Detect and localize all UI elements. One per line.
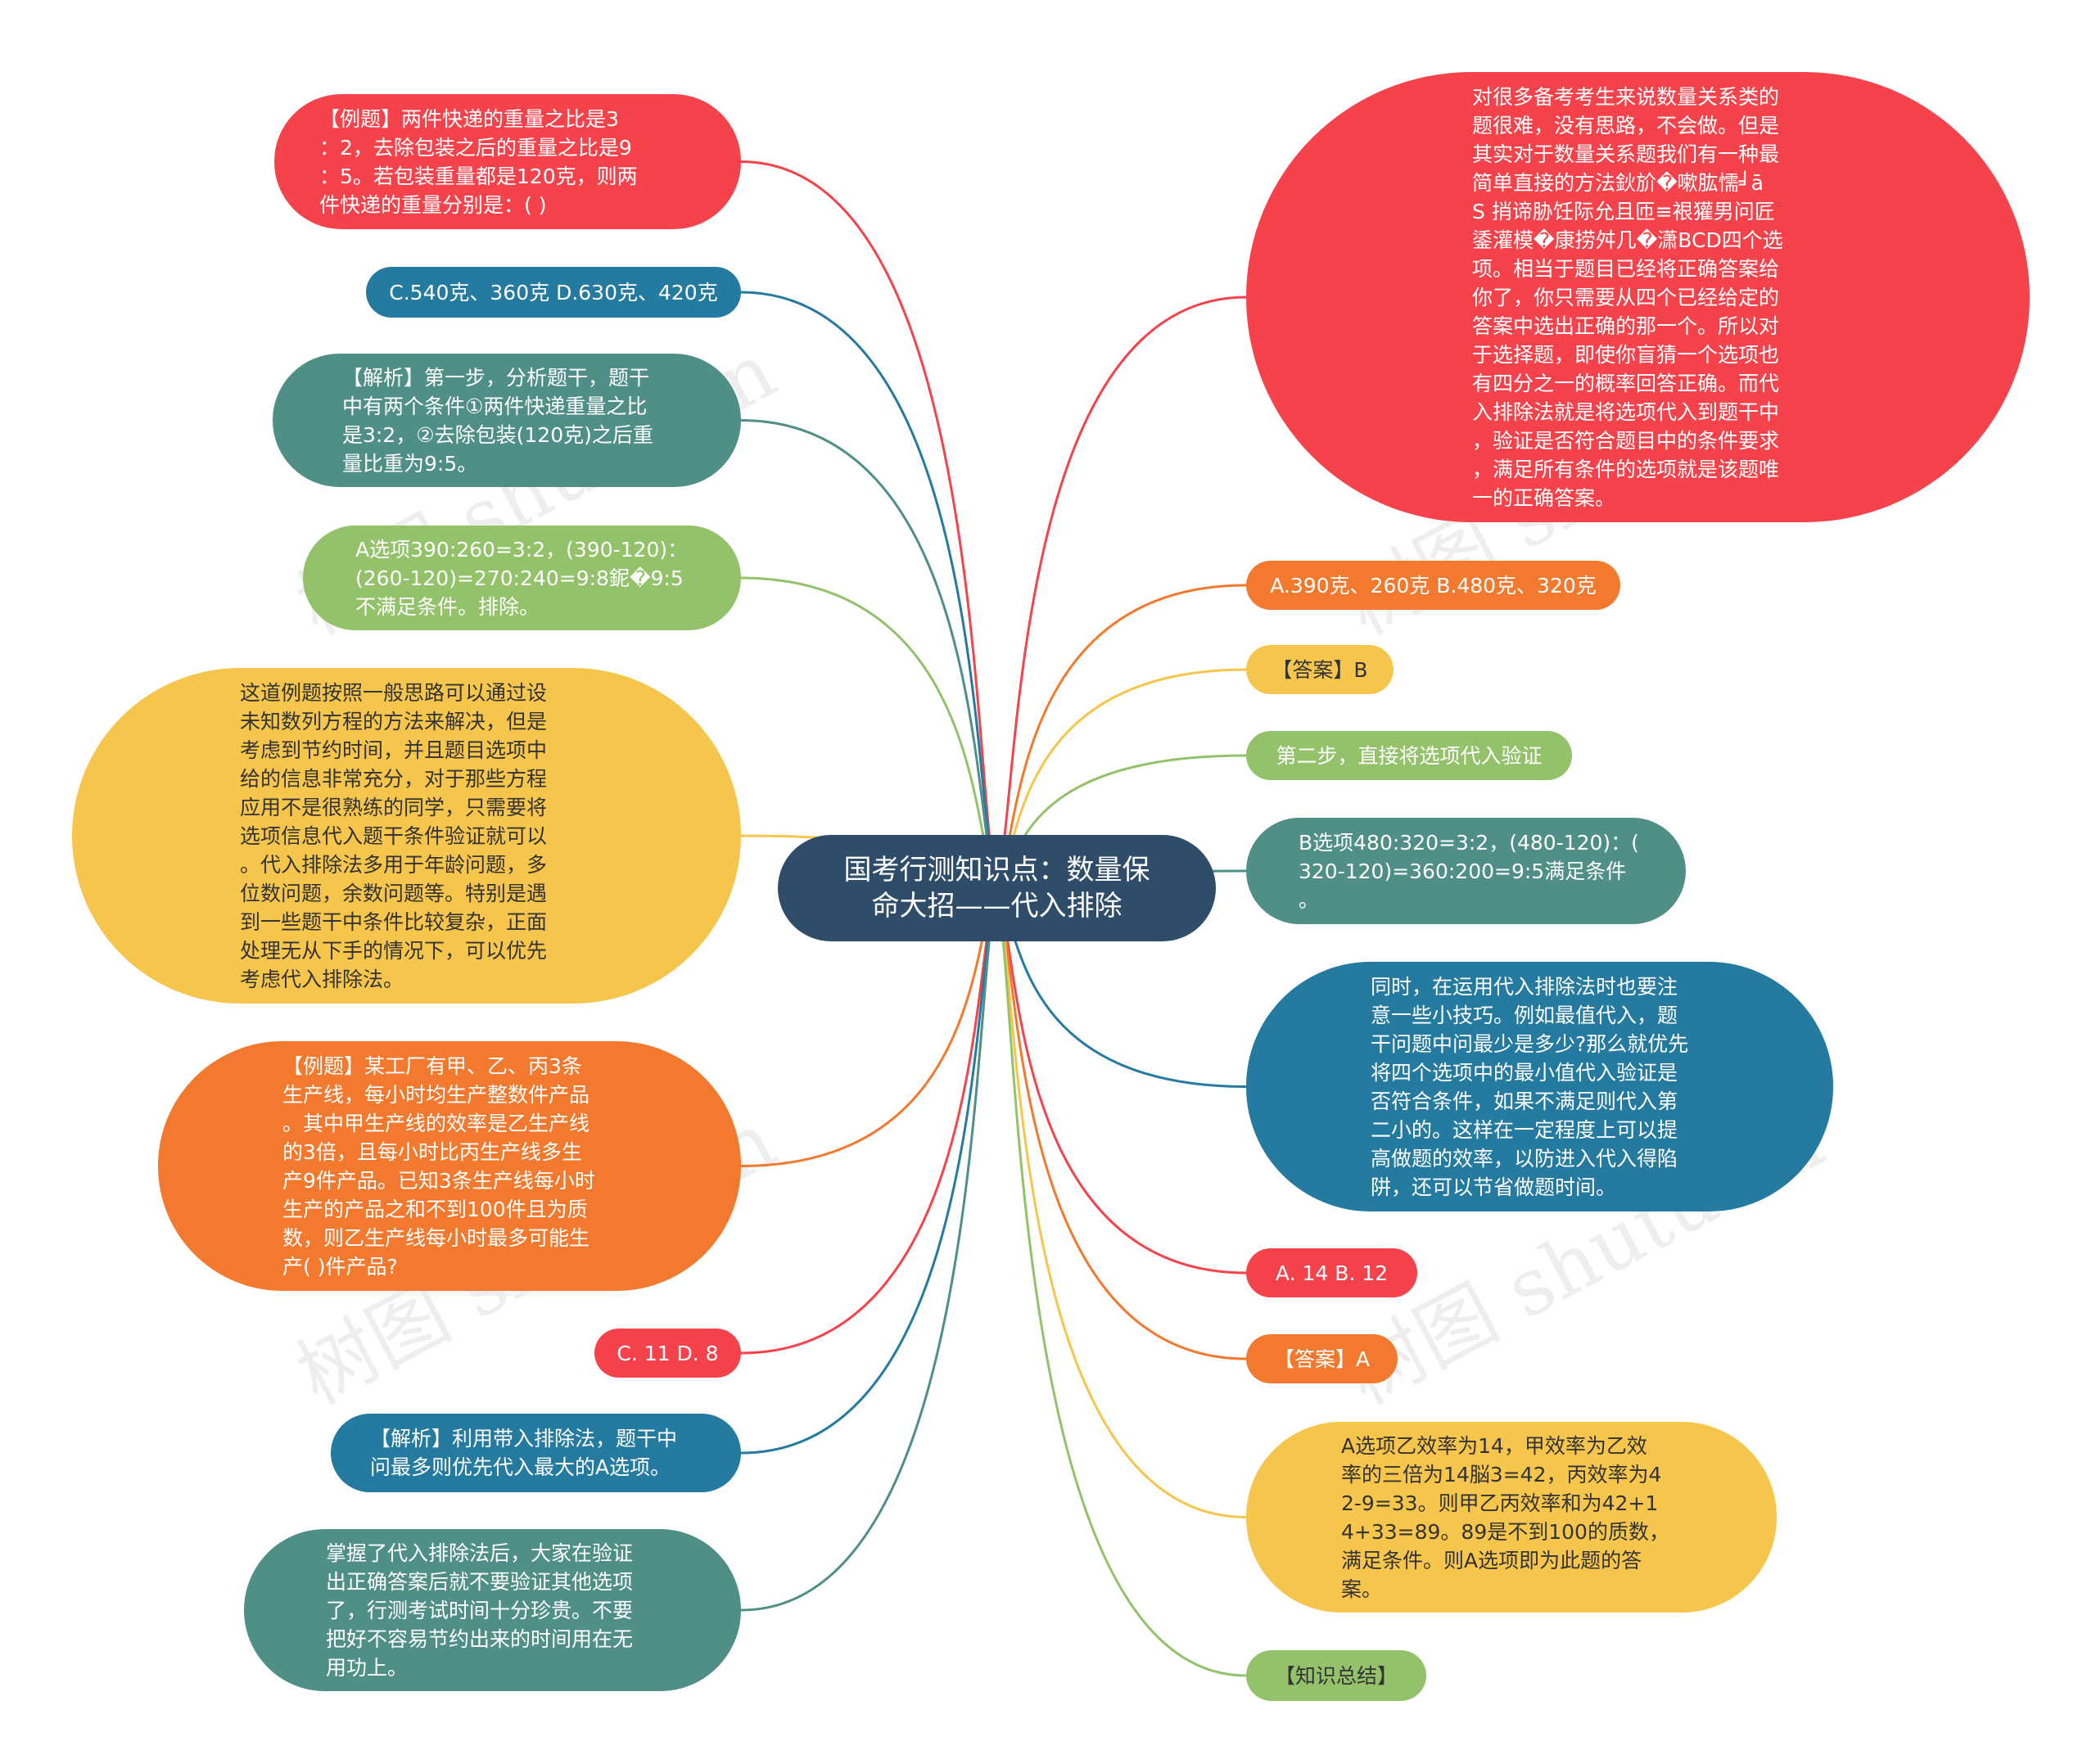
node-text: C. 11 D. 8 <box>617 1341 719 1365</box>
node-text: 【解析】第一步，分析题干，题干 中有两个条件①两件快递重量之比 是3:2，②去除… <box>342 365 653 476</box>
node-options-cd-2[interactable]: C. 11 D. 8 <box>594 1329 741 1378</box>
node-text: 【例题】两件快递的重量之比是3 ：2，去除包装之后的重量之比是9 ：5。若包装重… <box>319 106 638 217</box>
connector-r1 <box>995 296 1247 889</box>
connector-l3 <box>740 419 998 889</box>
node-analysis-example-2[interactable]: 【解析】利用带入排除法，题干中 问最多则优先代入最大的A选项。 <box>331 1414 741 1492</box>
node-text: 掌握了代入排除法后，大家在验证 出正确答案后就不要验证其他选项 了，行测考试时间… <box>326 1541 634 1680</box>
node-text: A选项390:260=3:2，(390-120)： (260-120)=270:… <box>355 537 689 619</box>
node-step-2[interactable]: 第二步，直接将选项代入验证 <box>1246 731 1572 780</box>
connector-r9 <box>995 887 1247 1518</box>
connector-l8 <box>740 887 998 1455</box>
node-text: A.390克、260克 B.480克、320克 <box>1270 573 1597 598</box>
node-text: A. 14 B. 12 <box>1275 1261 1389 1285</box>
node-option-a-check[interactable]: A选项390:260=3:2，(390-120)： (260-120)=270:… <box>303 526 741 630</box>
node-method-explanation[interactable]: 这道例题按照一般思路可以通过设 未知数列方程的方法来解决，但是 考虑到节约时间，… <box>72 668 741 1004</box>
node-tips[interactable]: 同时，在运用代入排除法时也要注 意一些小技巧。例如最值代入，题 干问题中问最少是… <box>1246 962 1833 1211</box>
connector-l9 <box>740 887 998 1612</box>
node-text: A选项乙效率为14，甲效率为乙效 率的三倍为14脳3=42，丙效率为4 2-9=… <box>1341 1433 1669 1601</box>
node-introduction[interactable]: 对很多备考考生来说数量关系类的 题很难，没有思路，不会做。但是 其实对于数量关系… <box>1246 72 2030 522</box>
node-options-cd-1[interactable]: C.540克、360克 D.630克、420克 <box>366 267 741 318</box>
node-text: 【例题】某工厂有甲、乙、丙3条 生产线，每小时均生产整数件产品 。其中甲生产线的… <box>282 1053 595 1279</box>
root-topic-label: 国考行测知识点：数量保 命大招——代入排除 <box>843 853 1150 923</box>
node-knowledge-summary[interactable]: 【知识总结】 <box>1246 1650 1426 1701</box>
node-conclusion-tip[interactable]: 掌握了代入排除法后，大家在验证 出正确答案后就不要验证其他选项 了，行测考试时间… <box>244 1529 741 1691</box>
node-text: 【解析】利用带入排除法，题干中 问最多则优先代入最大的A选项。 <box>370 1427 678 1479</box>
root-topic[interactable]: 国考行测知识点：数量保 命大招——代入排除 <box>778 835 1216 941</box>
connector-r8 <box>995 887 1247 1360</box>
node-example-2-question[interactable]: 【例题】某工厂有甲、乙、丙3条 生产线，每小时均生产整数件产品 。其中甲生产线的… <box>158 1041 741 1291</box>
node-text: 【知识总结】 <box>1274 1663 1398 1688</box>
node-option-b-check[interactable]: B选项480:320=3:2，(480-120)：( 320-120)=360:… <box>1246 818 1686 924</box>
node-text: 第二步，直接将选项代入验证 <box>1276 743 1543 768</box>
connector-l7 <box>740 887 998 1355</box>
node-text: C.540克、360克 D.630克、420克 <box>389 280 718 305</box>
node-text: 【答案】B <box>1272 657 1368 682</box>
node-options-ab-1[interactable]: A.390克、260克 B.480克、320克 <box>1246 561 1620 610</box>
node-text: 同时，在运用代入排除法时也要注 意一些小技巧。例如最值代入，题 干问题中问最少是… <box>1371 974 1689 1199</box>
node-option-a-solution[interactable]: A选项乙效率为14，甲效率为乙效 率的三倍为14脳3=42，丙效率为4 2-9=… <box>1246 1422 1777 1613</box>
connector-l1 <box>740 160 998 889</box>
node-text: 【答案】A <box>1273 1347 1371 1371</box>
node-options-ab-2[interactable]: A. 14 B. 12 <box>1246 1248 1417 1297</box>
connector-l2 <box>740 291 998 889</box>
node-answer-a[interactable]: 【答案】A <box>1246 1334 1398 1383</box>
node-text: 这道例题按照一般思路可以通过设 未知数列方程的方法来解决，但是 考虑到节约时间，… <box>240 680 548 991</box>
node-text: B选项480:320=3:2，(480-120)：( 320-120)=360:… <box>1299 830 1639 912</box>
node-answer-b[interactable]: 【答案】B <box>1246 645 1394 694</box>
node-text: 对很多备考考生来说数量关系类的 题很难，没有思路，不会做。但是 其实对于数量关系… <box>1472 84 1783 510</box>
node-example-1-question[interactable]: 【例题】两件快递的重量之比是3 ：2，去除包装之后的重量之比是9 ：5。若包装重… <box>274 94 741 229</box>
connector-r10 <box>995 887 1247 1677</box>
node-analysis-step1[interactable]: 【解析】第一步，分析题干，题干 中有两个条件①两件快递重量之比 是3:2，②去除… <box>273 354 741 487</box>
connector-r7 <box>995 887 1247 1275</box>
